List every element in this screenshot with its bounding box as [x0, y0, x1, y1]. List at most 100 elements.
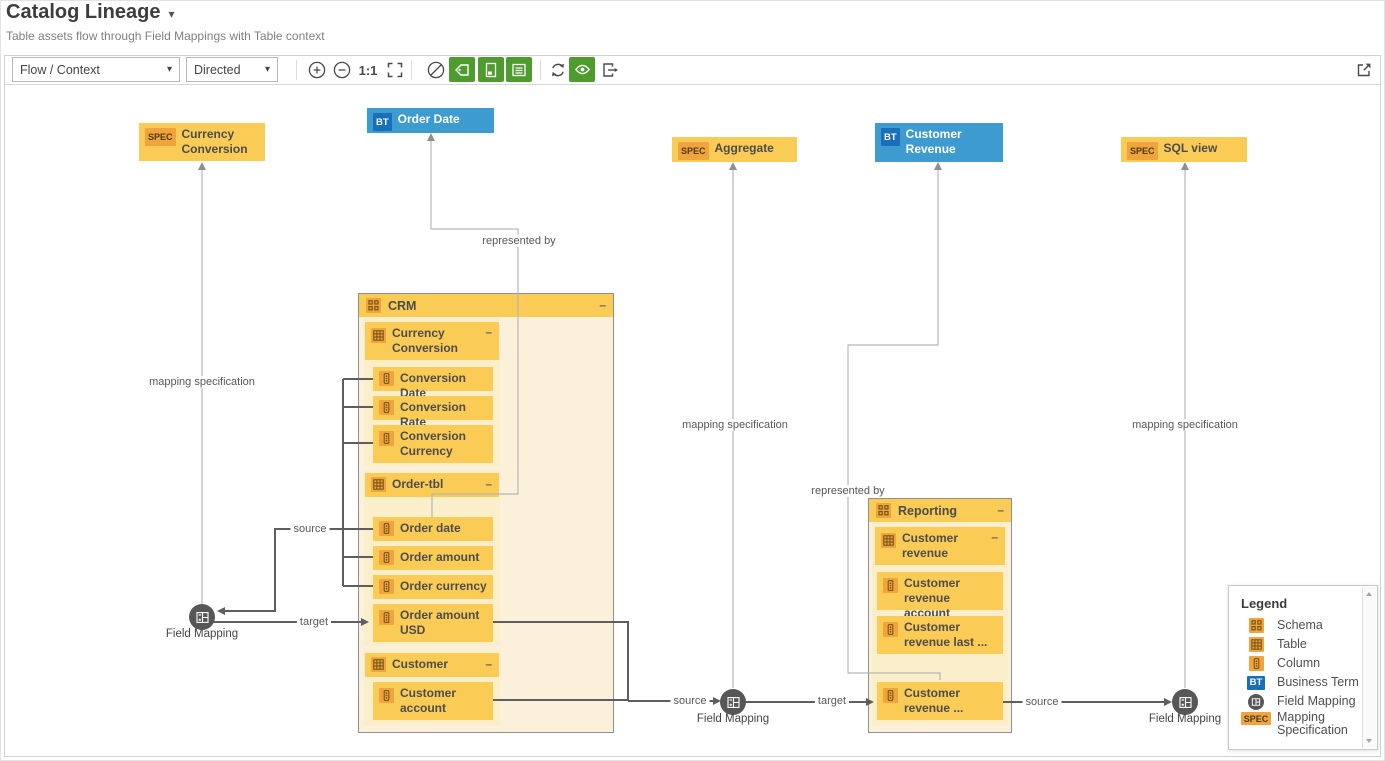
open-in-new-window-button[interactable]	[1352, 58, 1376, 82]
table-icon	[1235, 637, 1277, 652]
field-mapping-node[interactable]	[189, 604, 215, 630]
schema-header-crm[interactable]: CRM –	[359, 294, 613, 317]
collapse-table-button[interactable]: –	[485, 477, 492, 491]
column-label: Customer revenue last ...	[904, 620, 988, 649]
spec-badge: SPEC	[678, 142, 709, 160]
collapse-table-button[interactable]: –	[485, 657, 492, 671]
edge-label-represented-by: represented by	[808, 485, 888, 497]
collapse-schema-button[interactable]: –	[997, 503, 1004, 517]
column-node-order-amount-usd[interactable]: Order amount USD	[373, 604, 493, 642]
edge-label-source: source	[670, 695, 710, 707]
table-node-currency-conversion[interactable]: Currency Conversion –	[365, 322, 499, 360]
toolbar-divider	[5, 84, 1380, 85]
column-node-customer-revenue-last[interactable]: Customer revenue last ...	[877, 616, 1003, 654]
column-node-conversion-rate[interactable]: Conversion Rate	[373, 396, 493, 429]
column-icon	[379, 550, 394, 565]
list-icon	[512, 63, 526, 76]
field-mapping-label: Field Mapping	[165, 628, 239, 640]
column-node-conversion-currency[interactable]: Conversion Currency	[373, 425, 493, 463]
column-icon	[883, 622, 898, 637]
table-node-customer-revenue[interactable]: Customer revenue –	[875, 527, 1005, 565]
zoom-reset-button[interactable]: 1:1	[358, 62, 378, 78]
zoom-out-button[interactable]	[330, 58, 354, 82]
column-label: Order date	[400, 521, 461, 535]
mapping-spec-node-aggregate[interactable]: SPEC Aggregate	[672, 137, 797, 162]
edge-label-target: target	[814, 695, 850, 707]
schema-icon	[1235, 618, 1277, 633]
field-mapping-icon	[1178, 696, 1192, 708]
edge-label-represented-by: represented by	[479, 235, 559, 247]
mapping-spec-node-currency-conversion[interactable]: SPEC Currency Conversion	[139, 123, 265, 161]
field-mapping-node[interactable]	[1172, 689, 1198, 715]
collapse-table-button[interactable]: –	[485, 325, 492, 339]
collapse-table-button[interactable]: –	[991, 530, 998, 544]
field-mapping-icon	[195, 611, 209, 623]
scroll-up-icon[interactable]	[1366, 592, 1372, 596]
business-term-node-order-date[interactable]: BT Order Date	[367, 108, 494, 133]
node-label: Order Date	[397, 112, 460, 126]
table-node-order-tbl[interactable]: Order-tbl –	[365, 473, 499, 497]
field-mapping-label: Field Mapping	[1148, 713, 1222, 725]
direction-value: Directed	[194, 62, 241, 77]
direction-select[interactable]: Directed ▾	[186, 57, 278, 82]
fit-to-screen-button[interactable]	[383, 58, 407, 82]
refresh-button[interactable]	[546, 58, 570, 82]
show-tags-button[interactable]	[449, 57, 475, 82]
field-mapping-icon	[1235, 693, 1277, 710]
column-node-conversion-date[interactable]: Conversion Date	[373, 367, 493, 400]
node-label: SQL view	[1163, 141, 1218, 155]
title-caret-icon[interactable]: ▾	[168, 7, 175, 21]
node-label: Currency Conversion	[181, 127, 248, 156]
column-icon	[379, 400, 394, 415]
column-icon	[379, 521, 394, 536]
schema-header-reporting[interactable]: Reporting –	[869, 499, 1011, 522]
show-details-list-button[interactable]	[506, 57, 532, 82]
column-node-customer-revenue-target[interactable]: Customer revenue ...	[877, 682, 1003, 720]
legend-panel: Legend Schema Table Column BT Business T…	[1228, 585, 1378, 750]
table-icon	[881, 533, 896, 548]
column-node-order-date[interactable]: Order date	[373, 517, 493, 541]
eye-icon	[574, 64, 590, 75]
export-button[interactable]	[598, 58, 622, 82]
collapse-schema-button[interactable]: –	[599, 298, 606, 312]
field-mapping-label: Field Mapping	[696, 713, 770, 725]
column-icon	[379, 579, 394, 594]
view-mode-select[interactable]: Flow / Context ▾	[12, 57, 180, 82]
table-label: Currency Conversion	[392, 326, 459, 355]
column-node-customer-account[interactable]: Customer account	[373, 682, 493, 720]
edge-label-target: target	[296, 616, 332, 628]
scroll-down-icon[interactable]	[1366, 739, 1372, 743]
page-title: Catalog Lineage	[6, 1, 161, 23]
mapping-spec-node-sql-view[interactable]: SPEC SQL view	[1121, 137, 1247, 162]
business-term-node-customer-revenue[interactable]: BT Customer Revenue	[875, 123, 1003, 162]
field-mapping-icon	[726, 696, 740, 708]
field-mapping-node[interactable]	[720, 689, 746, 715]
column-node-order-amount[interactable]: Order amount	[373, 546, 493, 570]
show-certification-button[interactable]	[478, 57, 504, 82]
toolbar-separator	[540, 60, 541, 80]
column-node-order-currency[interactable]: Order currency	[373, 575, 493, 599]
disable-highlight-button[interactable]	[424, 58, 448, 82]
table-label: Customer	[392, 657, 449, 671]
edge-label-source: source	[1022, 696, 1062, 708]
schema-label: CRM	[388, 298, 417, 313]
tag-icon	[455, 63, 469, 76]
visibility-button[interactable]	[569, 57, 595, 82]
node-label: Aggregate	[714, 141, 774, 155]
business-term-icon: BT	[1235, 675, 1277, 690]
column-icon	[379, 431, 394, 446]
zoom-in-button[interactable]	[305, 58, 329, 82]
table-node-customer[interactable]: Customer –	[365, 653, 499, 677]
legend-scrollbar[interactable]	[1362, 587, 1376, 748]
table-icon	[371, 328, 386, 343]
legend-item-column: Column	[1235, 654, 1359, 673]
column-label: Order amount USD	[400, 608, 480, 637]
chevron-down-icon: ▾	[166, 64, 172, 75]
table-label: Customer revenue	[902, 531, 959, 560]
spec-badge: SPEC	[1127, 142, 1158, 160]
diagram-panel-border	[4, 55, 1381, 757]
column-node-customer-revenue-account[interactable]: Customer revenue account	[877, 572, 1003, 620]
page-title-row: Catalog Lineage ▾	[6, 1, 175, 24]
column-icon	[1235, 656, 1277, 671]
column-label: Customer account	[400, 686, 457, 715]
